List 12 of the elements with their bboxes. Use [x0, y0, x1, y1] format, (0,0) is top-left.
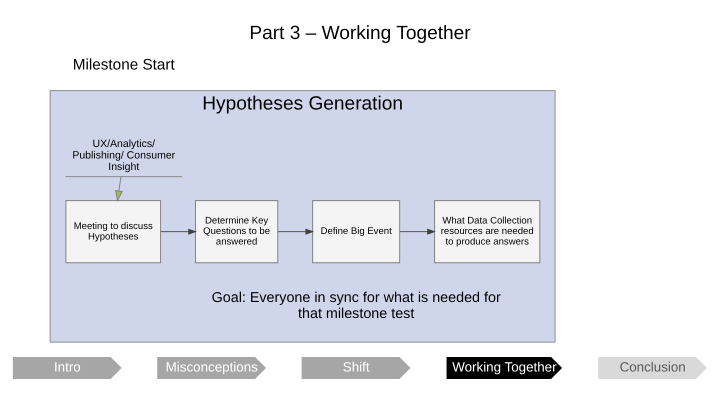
- label: Goal: Everyone in sync for what is needed for that milestone test: [212, 290, 501, 322]
- node-box: Define Big Event: [312, 200, 400, 264]
- diagram-title: Part 3 – Working Together: [249, 22, 471, 44]
- label: Milestone Start: [72, 56, 175, 74]
- node-box: Meeting to discuss Hypotheses: [65, 200, 162, 264]
- arrow: [114, 176, 123, 202]
- node-box: What Data Collection resources are needed to produce answers: [434, 200, 540, 264]
- arrow: [160, 228, 197, 235]
- node-text: UX/Analytics/ Publishing/ Consumer Insight: [72, 138, 176, 173]
- arrow: [399, 228, 436, 235]
- arrow: [278, 228, 314, 235]
- node-box: Determine Key Questions to be answered: [195, 200, 278, 264]
